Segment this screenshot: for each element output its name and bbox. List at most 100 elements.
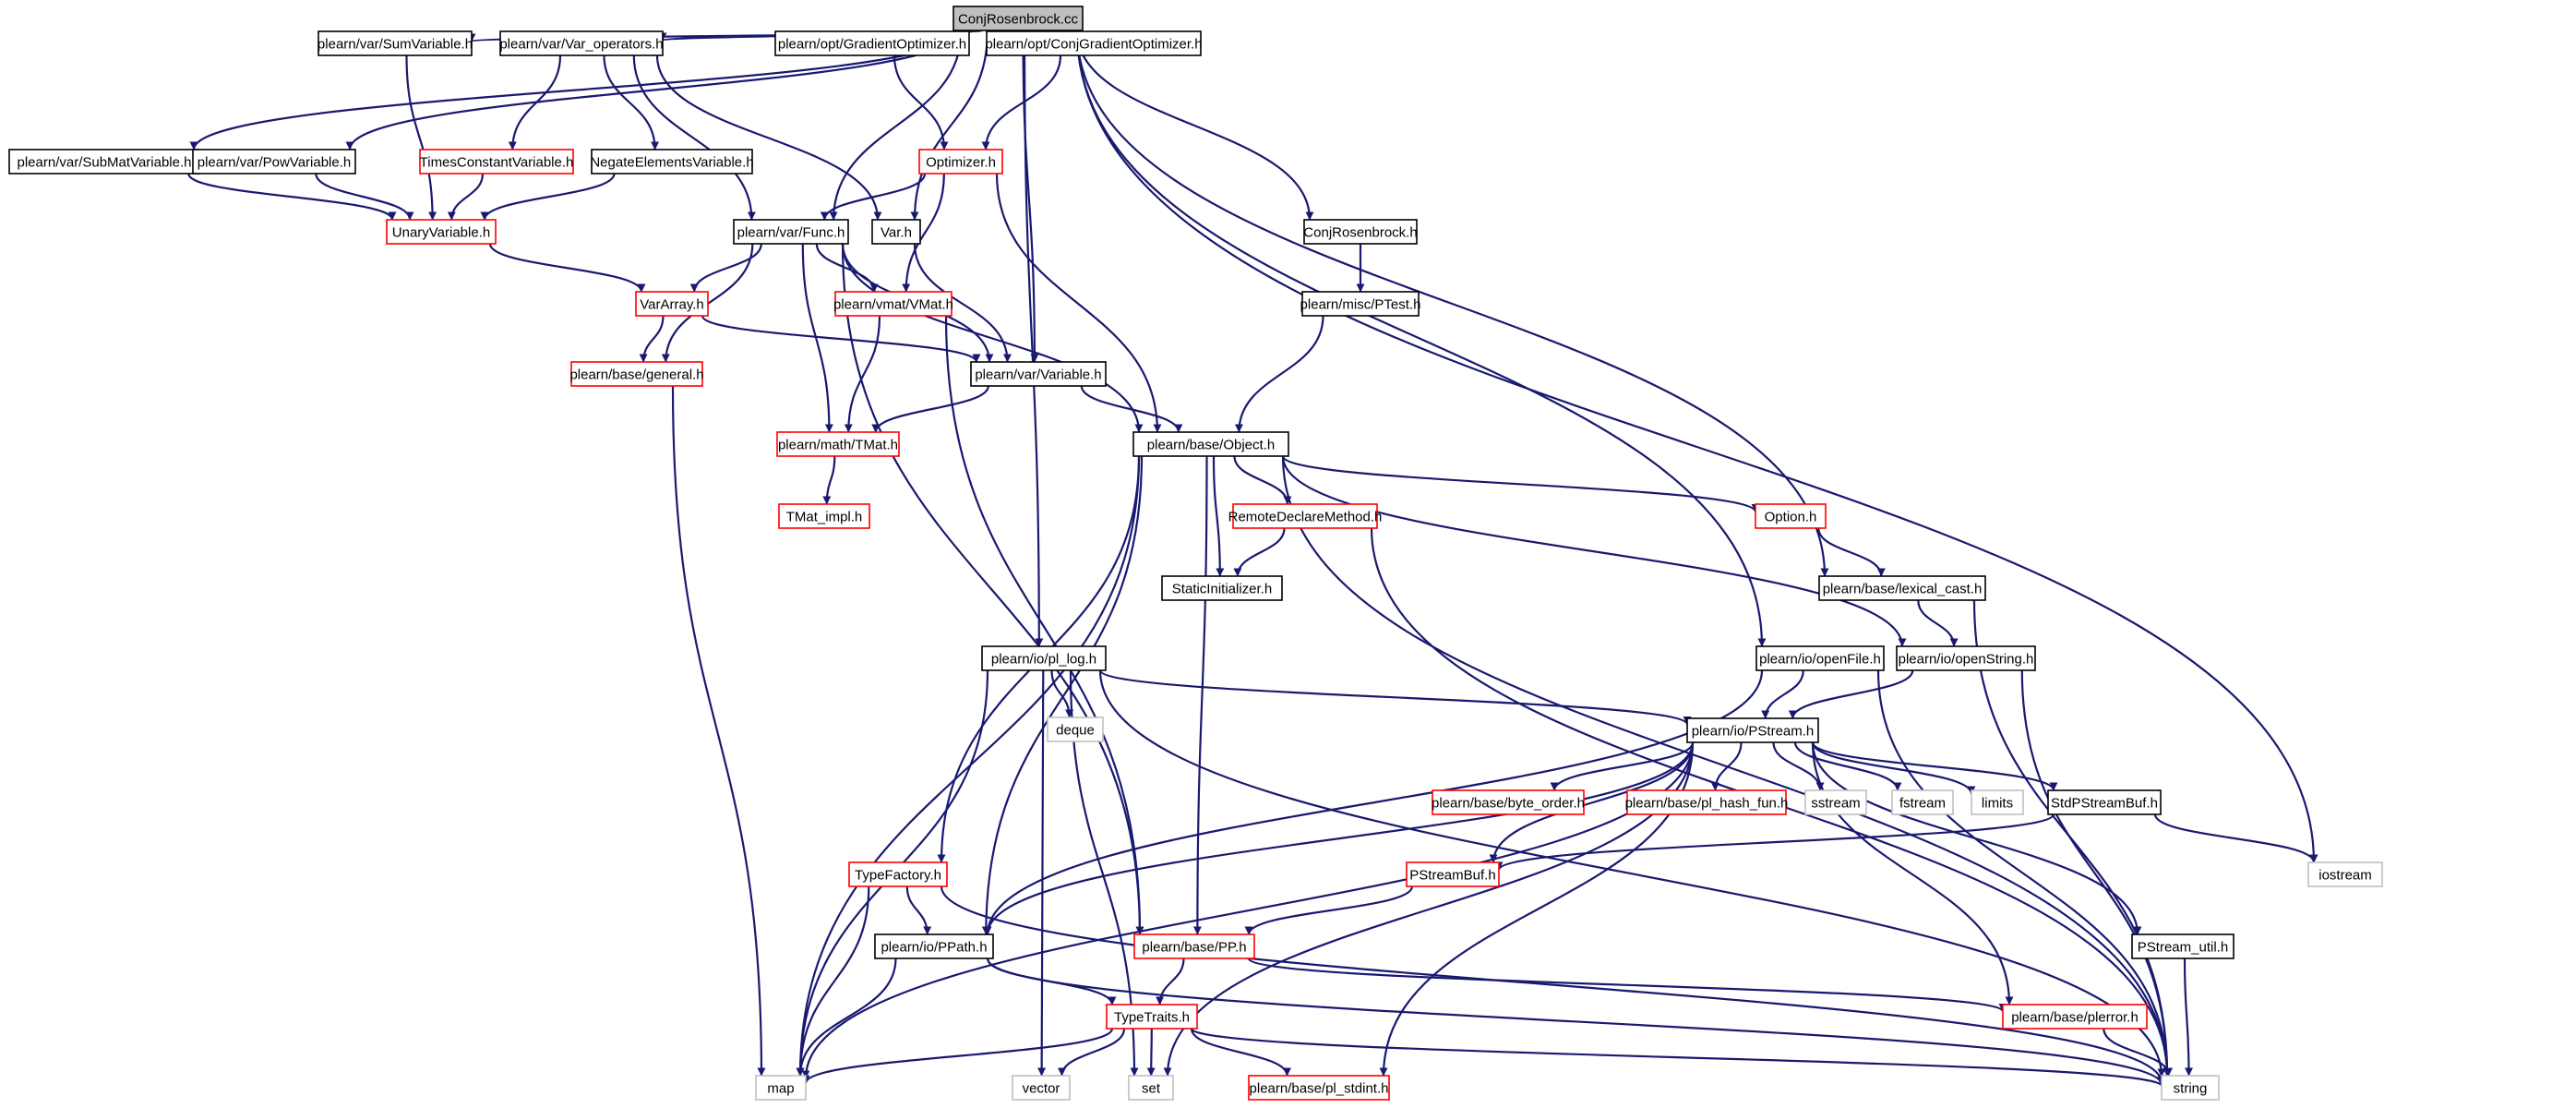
node-remotedecl[interactable]: RemoteDeclareMethod.h	[1228, 503, 1383, 529]
edge-root-to-conjrosh	[1075, 30, 1314, 221]
node-box-submat	[8, 149, 200, 175]
node-func[interactable]: plearn/var/Func.h	[733, 219, 849, 245]
edge-optimizer-to-object	[995, 173, 1162, 433]
node-pstream[interactable]: plearn/io/PStream.h	[1686, 717, 1819, 743]
edge-pstream-to-psbuf	[1489, 741, 1695, 863]
node-typefactory[interactable]: TypeFactory.h	[848, 861, 948, 887]
node-pllog[interactable]: plearn/io/pl_log.h	[981, 645, 1107, 671]
node-optimizer[interactable]: Optimizer.h	[918, 149, 1003, 175]
node-label-iostream: iostream	[2318, 868, 2372, 884]
node-psbuf[interactable]: PStreamBuf.h	[1406, 861, 1500, 887]
node-label-openstring: plearn/io/openString.h	[1899, 652, 2034, 668]
node-root[interactable]: ConjRosenbrock.cc	[953, 6, 1084, 31]
node-stdint[interactable]: plearn/base/pl_stdint.h	[1248, 1075, 1390, 1101]
node-tmat[interactable]: plearn/math/TMat.h	[776, 431, 900, 457]
node-option[interactable]: Option.h	[1755, 503, 1827, 529]
node-label-option: Option.h	[1765, 510, 1817, 525]
node-variable[interactable]: plearn/var/Variable.h	[970, 361, 1107, 387]
edge-pstream-to-limits	[1811, 741, 1976, 795]
node-box-ptest	[1301, 291, 1420, 317]
edge-root-to-lexcast	[1075, 30, 1829, 577]
node-staticinit[interactable]: StaticInitializer.h	[1161, 575, 1283, 601]
node-string[interactable]: string	[2161, 1075, 2220, 1101]
node-negelem[interactable]: NegateElementsVariable.h	[590, 149, 754, 175]
node-box-psbuf	[1406, 861, 1500, 887]
node-conjgradopt[interactable]: plearn/opt/ConjGradientOptimizer.h	[985, 30, 1203, 56]
node-ppath[interactable]: plearn/io/PPath.h	[874, 933, 994, 959]
node-label-deque: deque	[1056, 723, 1095, 739]
node-fstream[interactable]: fstream	[1891, 789, 1954, 815]
node-pp[interactable]: plearn/base/PP.h	[1133, 933, 1255, 959]
node-byteorder[interactable]: plearn/base/byte_order.h	[1432, 789, 1585, 815]
edge-pp-to-plerror	[1247, 957, 2007, 1013]
node-general[interactable]: plearn/base/general.h	[569, 361, 704, 387]
edge-varops-to-func	[632, 54, 756, 221]
node-box-deque	[1047, 717, 1104, 742]
edge-ptest-to-object	[1234, 315, 1324, 433]
node-unaryvar[interactable]: UnaryVariable.h	[386, 219, 497, 245]
edge-varops-to-negelem	[603, 54, 660, 151]
node-sstream[interactable]: sstream	[1804, 789, 1867, 815]
node-vmat[interactable]: plearn/vmat/VMat.h	[833, 291, 953, 317]
node-box-gradopt	[774, 30, 970, 56]
node-label-general: plearn/base/general.h	[569, 367, 703, 383]
node-label-fstream: fstream	[1899, 796, 1946, 812]
node-box-root	[953, 6, 1084, 31]
node-timesconst[interactable]: TimesConstantVariable.h	[419, 149, 574, 175]
node-box-general	[570, 361, 703, 387]
node-box-vector	[1012, 1075, 1071, 1101]
node-ptest[interactable]: plearn/misc/PTest.h	[1300, 291, 1421, 317]
node-label-tmatimpl: TMat_impl.h	[786, 510, 863, 525]
node-label-map: map	[767, 1081, 794, 1097]
node-gradopt[interactable]: plearn/opt/GradientOptimizer.h	[774, 30, 970, 56]
node-box-openfile	[1755, 645, 1885, 671]
node-label-sstream: sstream	[1811, 796, 1860, 812]
edge-typefactory-to-map	[796, 885, 870, 1077]
node-stdpsbuf[interactable]: StdPStreamBuf.h	[2047, 789, 2162, 815]
node-varh[interactable]: Var.h	[871, 219, 921, 245]
node-object[interactable]: plearn/base/Object.h	[1132, 431, 1289, 457]
node-box-ppath	[874, 933, 994, 959]
node-set[interactable]: set	[1128, 1075, 1174, 1101]
edge-optimizer-to-func	[820, 173, 927, 221]
edge-object-to-ppath	[981, 455, 1144, 935]
node-label-lexcast: plearn/base/lexical_cast.h	[1823, 582, 1983, 597]
node-label-root: ConjRosenbrock.cc	[958, 12, 1079, 28]
edge-pllog-to-deque	[1050, 669, 1074, 718]
node-map[interactable]: map	[755, 1075, 807, 1101]
node-lexcast[interactable]: plearn/base/lexical_cast.h	[1818, 575, 1986, 601]
node-hashfun[interactable]: plearn/base/pl_hash_fun.h	[1625, 789, 1789, 815]
edge-remotedecl-to-staticinit	[1233, 527, 1286, 577]
node-deque[interactable]: deque	[1047, 717, 1104, 742]
node-conjrosh[interactable]: ConjRosenbrock.h	[1303, 219, 1418, 245]
edge-object-to-openstring	[1281, 455, 1907, 647]
node-tmatimpl[interactable]: TMat_impl.h	[778, 503, 870, 529]
node-sumvar[interactable]: plearn/var/SumVariable.h	[318, 30, 473, 56]
node-iostream[interactable]: iostream	[2307, 861, 2383, 887]
edge-negelem-to-unaryvar	[480, 173, 616, 221]
node-box-varh	[871, 219, 921, 245]
node-openfile[interactable]: plearn/io/openFile.h	[1755, 645, 1885, 671]
node-typetraits[interactable]: TypeTraits.h	[1106, 1004, 1198, 1030]
node-box-vararray	[635, 291, 709, 317]
node-limits[interactable]: limits	[1971, 789, 2024, 815]
node-psutil[interactable]: PStream_util.h	[2131, 933, 2235, 959]
edge-pstream-to-hashfun	[1710, 741, 1743, 791]
node-label-powvar: plearn/var/PowVariable.h	[198, 155, 351, 171]
node-openstring[interactable]: plearn/io/openString.h	[1896, 645, 2036, 671]
node-vector[interactable]: vector	[1012, 1075, 1071, 1101]
edge-timesconst-to-unaryvar	[447, 173, 485, 221]
node-varops[interactable]: plearn/var/Var_operators.h	[499, 30, 664, 56]
node-box-unaryvar	[386, 219, 497, 245]
node-vararray[interactable]: VarArray.h	[635, 291, 709, 317]
node-powvar[interactable]: plearn/var/PowVariable.h	[192, 149, 356, 175]
edge-object-to-staticinit	[1212, 455, 1225, 577]
node-submat[interactable]: plearn/var/SubMatVariable.h	[8, 149, 200, 175]
node-box-sumvar	[318, 30, 473, 56]
node-label-openfile: plearn/io/openFile.h	[1759, 652, 1881, 668]
node-label-conjrosh: ConjRosenbrock.h	[1303, 225, 1417, 241]
node-plerror[interactable]: plearn/base/plerror.h	[2002, 1004, 2148, 1030]
node-label-optimizer: Optimizer.h	[926, 155, 996, 171]
edge-conjgradopt-to-optimizer	[981, 54, 1062, 151]
node-label-vector: vector	[1023, 1081, 1060, 1097]
